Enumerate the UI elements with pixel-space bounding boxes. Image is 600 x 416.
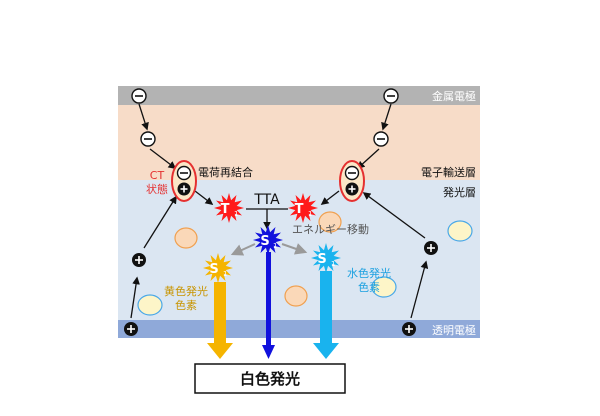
singlet-label: S — [260, 234, 269, 249]
singlet-state-center: S 1 — [253, 225, 283, 255]
triplet-state-left: T 1 — [214, 193, 244, 223]
metal-electrode-label: 金属電極 — [432, 89, 476, 103]
white-emission-box — [194, 363, 346, 394]
cyan-emission-arrow — [313, 271, 339, 359]
hole-icon — [402, 322, 416, 336]
hole-icon — [424, 241, 438, 255]
electron-transport-label: 電子輸送層 — [421, 165, 476, 179]
electron-path-arrow — [356, 148, 380, 170]
peach-dye-molecule — [284, 285, 308, 307]
ct-to-triplet-arrow — [320, 190, 340, 205]
peach-dye-molecule — [174, 227, 198, 249]
electron-icon — [383, 88, 399, 104]
ct-to-triplet-arrow — [194, 190, 214, 205]
ct-state-label-line2: 状態 — [146, 182, 168, 196]
blue-emitter-label-line2: 色素 — [358, 280, 380, 294]
energy-transfer-label: エネルギー移動 — [292, 222, 369, 236]
emission-layer-label: 発光層 — [443, 185, 476, 199]
blue-emission-arrow — [262, 252, 275, 359]
yellow-emitter-label-line1: 黄色発光 — [164, 284, 208, 298]
ct-state-right — [339, 160, 365, 202]
electron-icon — [373, 131, 389, 147]
hole-icon — [132, 253, 146, 267]
yellow-dye-molecule — [447, 220, 473, 242]
singlet-subscript: 1 — [273, 242, 277, 250]
singlet-state-yellow: S 1 — [203, 253, 233, 283]
triplet-label: T — [221, 202, 230, 217]
ct-state-label-line1: CT — [150, 169, 165, 182]
electron-path-arrow — [381, 103, 392, 131]
transparent-electrode-layer — [118, 320, 480, 338]
yellow-dye-molecule — [371, 276, 397, 298]
transparent-electrode-label: 透明電極 — [432, 323, 476, 337]
triplet-subscript: 1 — [308, 210, 312, 218]
energy-transfer-arrow-left — [230, 243, 256, 256]
singlet-state-cyan: S 1 — [311, 243, 341, 273]
yellow-emission-arrow — [207, 282, 233, 359]
white-emission-label: 白色発光 — [240, 370, 300, 388]
singlet-subscript: 1 — [331, 260, 335, 268]
ct-state-left — [171, 160, 197, 202]
triplet-label: T — [295, 202, 304, 217]
electron-icon — [131, 88, 147, 104]
singlet-label: S — [317, 252, 326, 267]
hole-path-arrow — [143, 195, 177, 249]
yellow-emitter-label-line2: 色素 — [175, 298, 197, 312]
hole-path-arrow — [410, 260, 429, 319]
singlet-subscript: 1 — [223, 270, 227, 278]
energy-transfer-arrow-right — [281, 243, 308, 255]
peach-dye-molecule — [318, 211, 342, 233]
electron-path-arrow — [138, 103, 149, 131]
blue-emitter-label-line1: 水色発光 — [347, 266, 391, 280]
electron-path-arrow — [149, 148, 177, 169]
tta-label: TTA — [253, 192, 280, 208]
tta-bracket — [246, 208, 288, 224]
yellow-dye-molecule — [137, 294, 163, 316]
triplet-state-right: T 1 — [288, 193, 318, 223]
electron-icon — [140, 131, 156, 147]
triplet-subscript: 1 — [234, 210, 238, 218]
hole-path-arrow — [130, 276, 140, 319]
hole-path-arrow — [362, 192, 426, 239]
singlet-label: S — [209, 262, 218, 277]
hole-icon — [124, 322, 138, 336]
charge-recombination-label: 電荷再結合 — [198, 165, 253, 179]
metal-electrode-layer — [118, 86, 480, 105]
